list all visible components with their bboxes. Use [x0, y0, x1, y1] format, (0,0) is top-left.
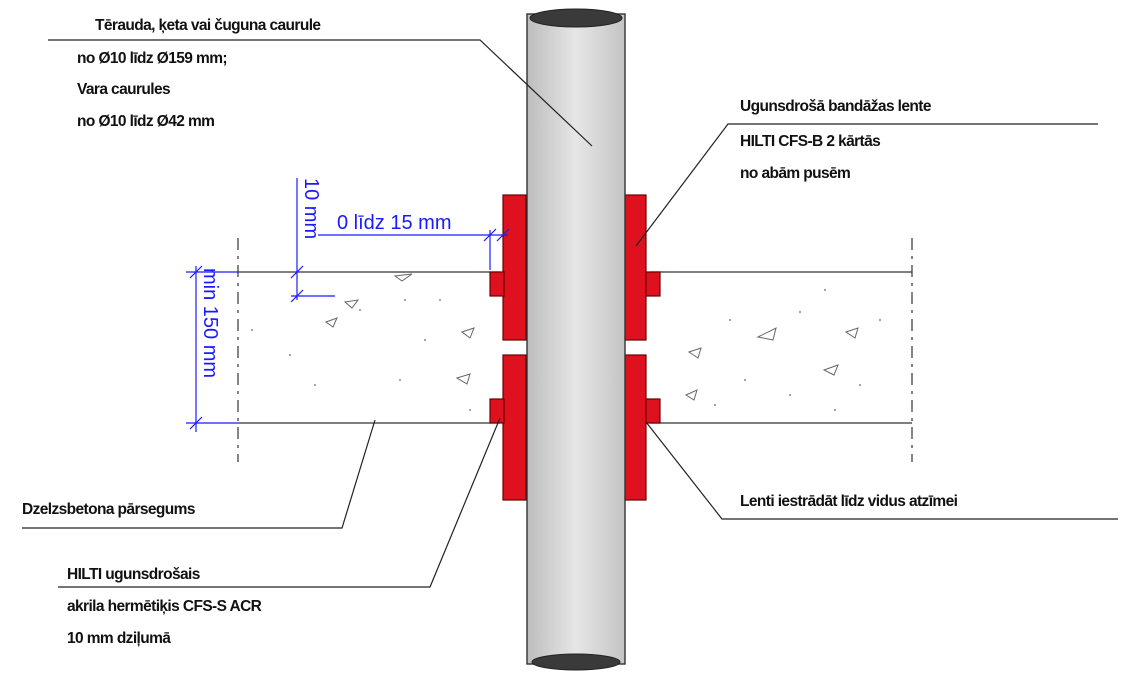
tick — [290, 289, 304, 303]
tick — [496, 228, 510, 242]
embed-leader — [645, 421, 1118, 520]
band-right-upper — [624, 194, 647, 341]
aggregate-dot — [729, 319, 731, 321]
aggregate-mark — [844, 327, 859, 339]
aggregate-dot — [424, 339, 426, 341]
aggregate-dot — [799, 311, 801, 313]
tick — [189, 265, 203, 279]
tick — [290, 265, 304, 279]
aggregate-dot — [824, 289, 826, 291]
depth-dimension: 10 mm — [300, 178, 322, 239]
pipe-bottom-end — [531, 653, 621, 671]
aggregate-mark — [756, 327, 777, 341]
band-label-line-2: HILTI CFS-B 2 kārtās — [740, 133, 880, 150]
tick — [189, 416, 203, 430]
pipe-top-end — [529, 8, 623, 28]
aggregate-mark — [455, 373, 471, 385]
pipe-label-line-1: Tērauda, ķeta vai čuguna caurule — [95, 17, 321, 34]
aggregate-mark — [393, 273, 413, 282]
band-left-upper-tab — [489, 271, 505, 297]
pipe-label-line-4: no Ø10 līdz Ø42 mm — [77, 113, 214, 130]
aggregate-dot — [789, 394, 791, 396]
band-right-lower-tab — [645, 398, 661, 424]
aggregate-dot — [251, 329, 253, 331]
gap-dimension: 0 līdz 15 mm — [337, 212, 451, 234]
aggregate-dot — [714, 404, 716, 406]
sealant-label-line-2: akrila hermētiķis CFS-S ACR — [67, 598, 262, 615]
aggregate-mark — [324, 317, 338, 328]
band-left-upper — [502, 194, 527, 341]
slab-label: Dzelzsbetona pārsegums — [22, 501, 195, 518]
aggregate-dot — [834, 409, 836, 411]
fire-bandage — [489, 194, 661, 501]
aggregate-mark — [684, 389, 698, 401]
aggregate-mark — [460, 327, 475, 339]
embed-label: Lenti iestrādāt līdz vidus atzīmei — [740, 493, 958, 510]
pipe-label-line-2: no Ø10 līdz Ø159 mm; — [77, 50, 227, 67]
aggregate-dot — [289, 354, 291, 356]
band-label-line-3: no abām pusēm — [740, 165, 850, 182]
slab-leader — [22, 419, 376, 529]
pipe — [526, 8, 626, 671]
band-right-lower — [624, 354, 647, 501]
sealant-label-line-3: 10 mm dziļumā — [67, 630, 171, 647]
aggregate-dot — [404, 299, 406, 301]
aggregate-dot — [469, 409, 471, 411]
aggregate-dot — [359, 309, 361, 311]
band-left-lower-tab — [489, 398, 505, 424]
leader-lines — [22, 39, 1118, 588]
dimensions — [186, 178, 510, 432]
band-right-upper-tab — [645, 271, 661, 297]
aggregate-dot — [744, 379, 746, 381]
aggregate-dot — [399, 379, 401, 381]
band-label-line-1: Ugunsdrošā bandāžas lente — [740, 98, 932, 115]
sealant-label-line-1: HILTI ugunsdrošais — [67, 566, 200, 583]
band-leader — [635, 123, 1098, 247]
aggregate-mark — [343, 299, 360, 309]
tick — [483, 228, 497, 242]
aggregate-dot — [879, 319, 881, 321]
aggregate-dot — [859, 384, 861, 386]
aggregate-dot — [439, 299, 441, 301]
aggregate-dot — [314, 384, 316, 386]
aggregate-mark — [687, 347, 702, 359]
concrete-slab — [237, 238, 913, 462]
pipe-body — [526, 13, 626, 665]
aggregate-mark — [822, 364, 839, 376]
sealant-leader — [58, 417, 501, 588]
pipe-leader — [48, 39, 593, 147]
band-left-lower — [502, 354, 527, 501]
pipe-label-line-3: Vara caurules — [77, 81, 170, 98]
slab-thickness-dimension: min 150 mm — [199, 268, 221, 378]
